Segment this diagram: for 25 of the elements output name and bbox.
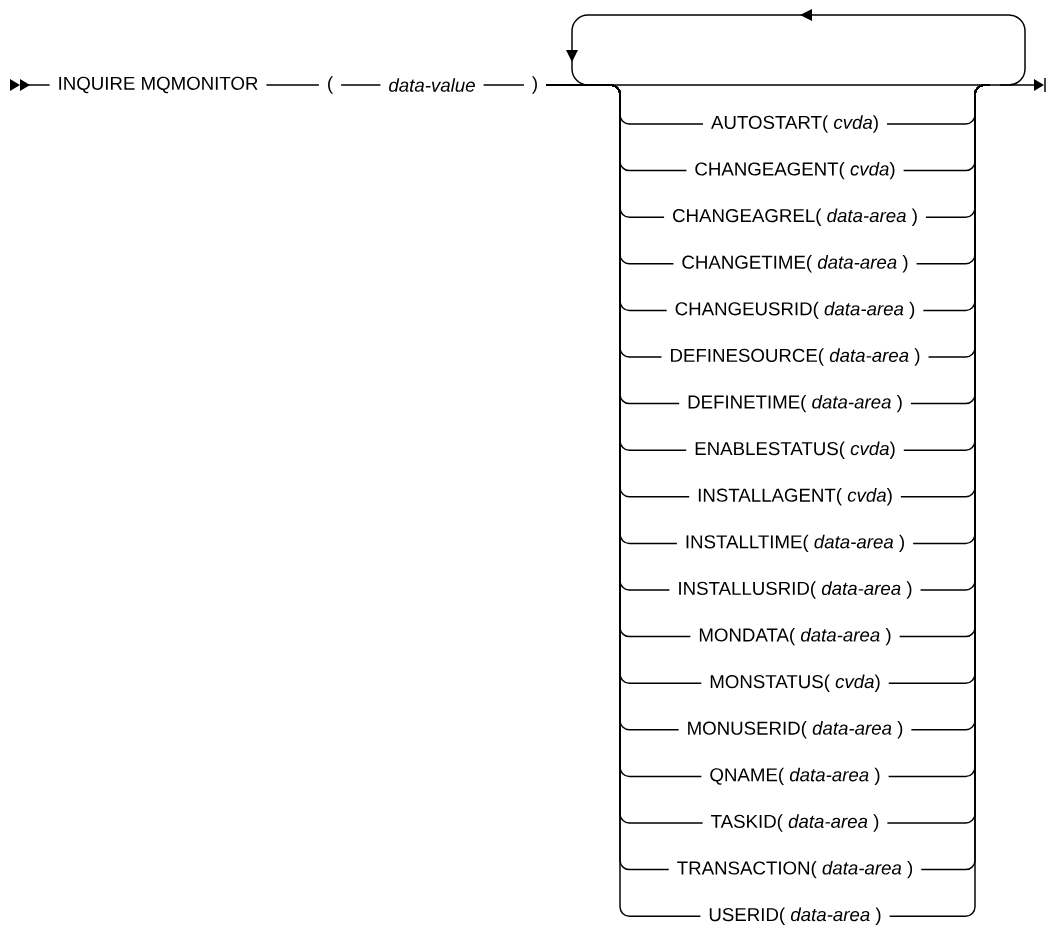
option-text: AUTOSTART( cvda) bbox=[711, 115, 878, 133]
parenthesis: ( bbox=[328, 76, 333, 94]
connector-line bbox=[265, 84, 320, 86]
parenthesis: ) bbox=[532, 76, 537, 94]
option-text: CHANGETIME( data-area ) bbox=[682, 255, 908, 273]
option-text: TRANSACTION( data-area ) bbox=[677, 860, 913, 879]
option-text: INSTALLTIME( data-area ) bbox=[686, 534, 904, 553]
option-text: CHANGEAGREL( data-area ) bbox=[673, 208, 917, 226]
option-text: MONDATA( data-area ) bbox=[699, 627, 891, 646]
option-text: ENABLESTATUS( cvda) bbox=[695, 441, 895, 459]
option-text: TASKID( data-area ) bbox=[711, 814, 879, 832]
option-text: DEFINETIME( data-area ) bbox=[688, 394, 902, 413]
option-text: DEFINESOURCE( data-area ) bbox=[671, 348, 920, 366]
command-keyword: INQUIRE MQMONITOR bbox=[59, 76, 258, 94]
option-text: USERID( data-area ) bbox=[709, 907, 881, 925]
option-text: INSTALLAGENT( cvda) bbox=[698, 488, 892, 506]
option-text: CHANGEAGENT( cvda) bbox=[695, 161, 895, 180]
option-text: MONUSERID( data-area ) bbox=[688, 721, 903, 739]
option-text: MONSTATUS( cvda) bbox=[710, 674, 880, 692]
connector-line bbox=[482, 84, 525, 86]
argument-text: data-value bbox=[389, 78, 475, 92]
connector-line bbox=[340, 84, 382, 86]
option-text: INSTALLUSRID( data-area ) bbox=[679, 581, 912, 599]
option-text: CHANGEUSRID( data-area ) bbox=[675, 301, 915, 320]
option-text: QNAME( data-area ) bbox=[710, 767, 880, 786]
